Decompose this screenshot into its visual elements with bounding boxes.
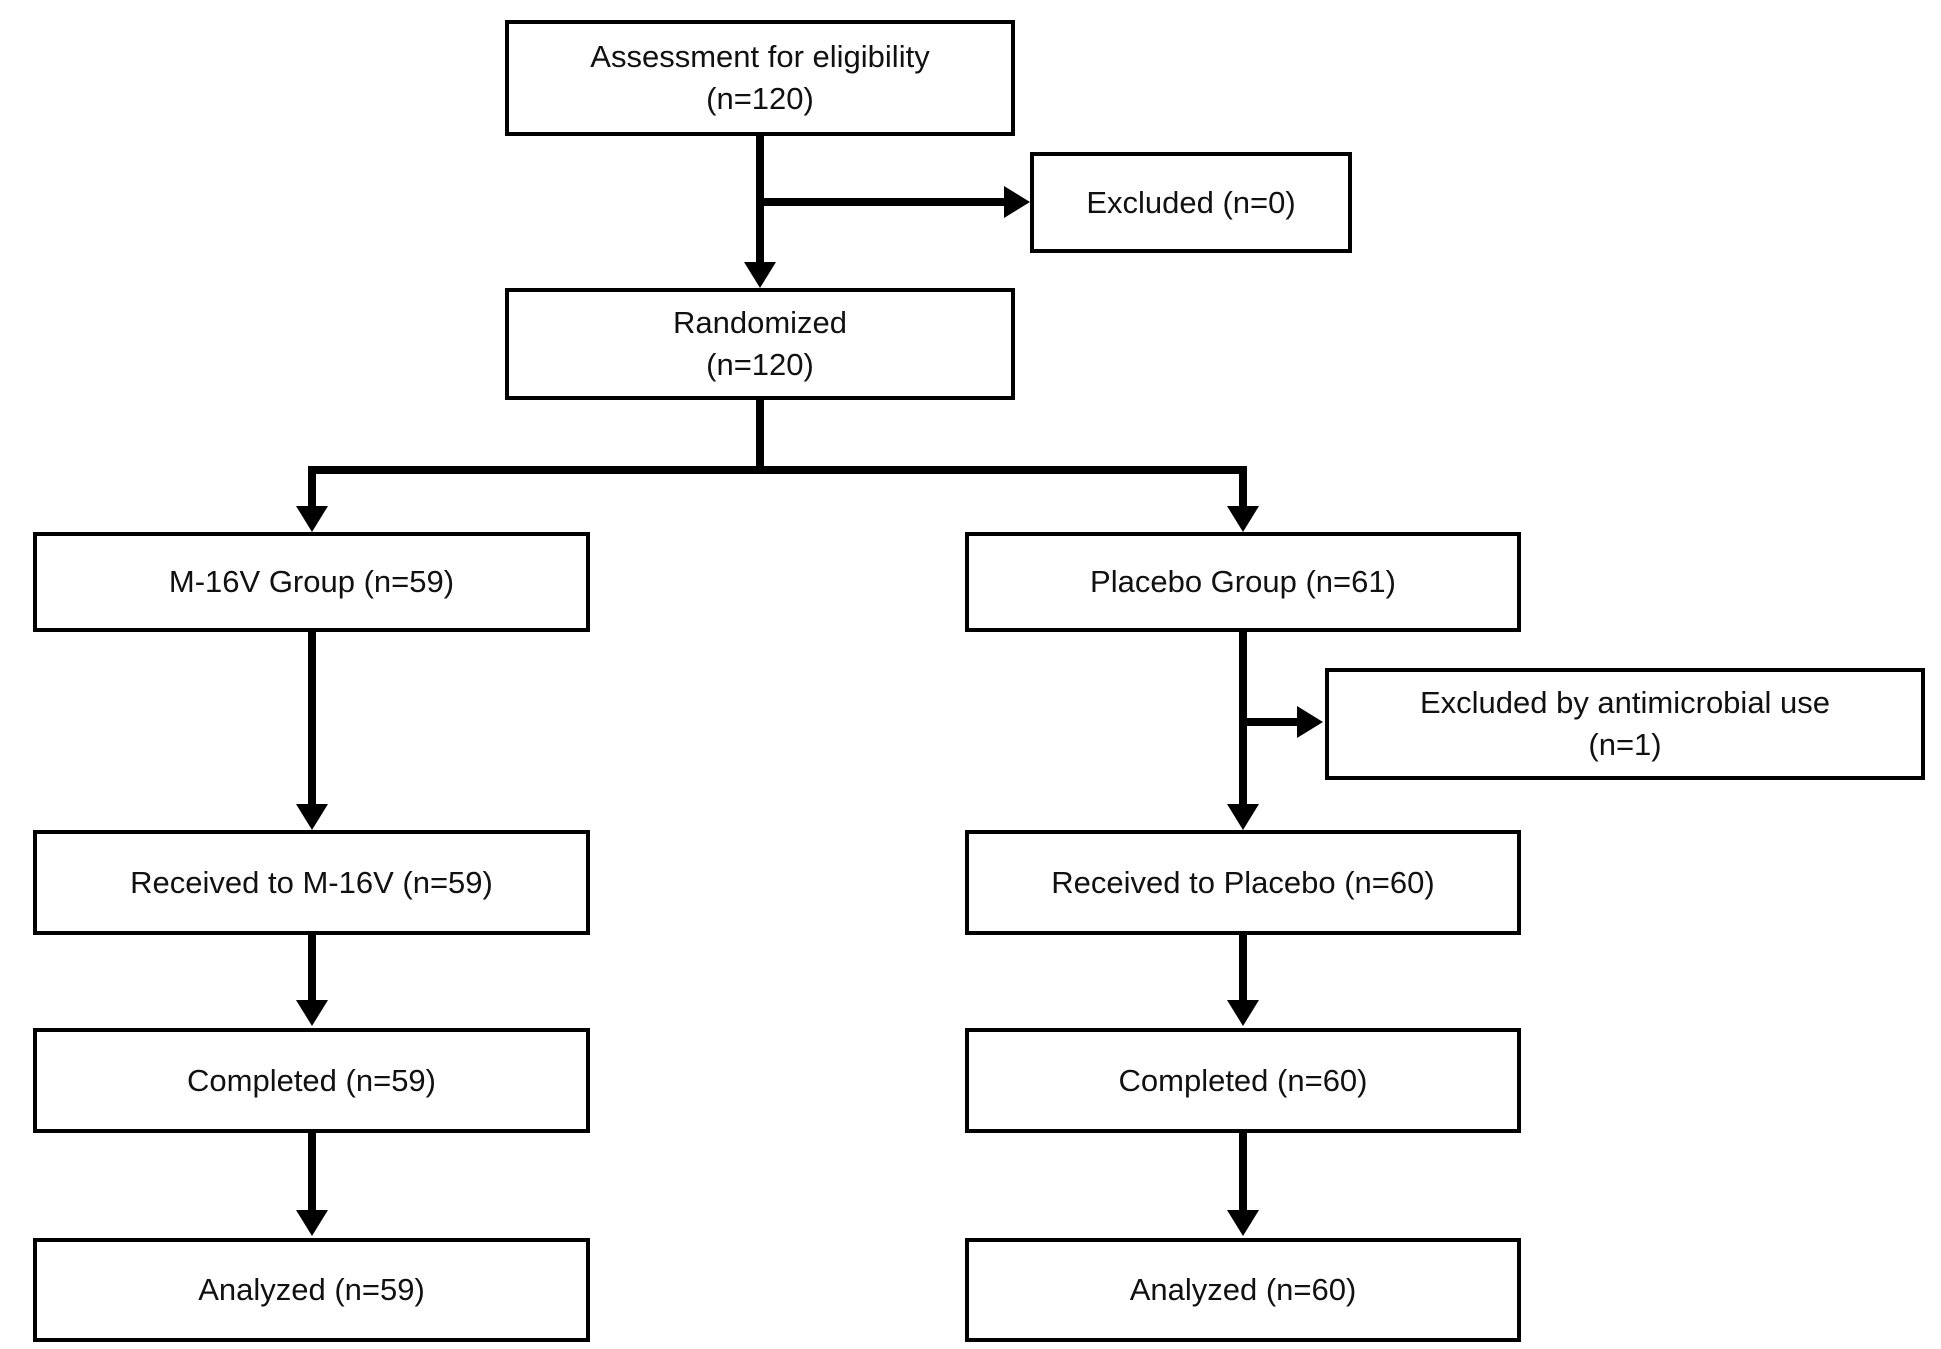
connector-branch-to-m16v-group: [308, 466, 316, 508]
node-randomized-line1: Randomized: [672, 305, 848, 341]
node-excluded-antimicrobial: Excluded by antimicrobial use (n=1): [1325, 668, 1925, 780]
connector-randomized-stem: [756, 400, 764, 474]
node-excluded-antimicrobial-line2: (n=1): [1588, 727, 1662, 762]
node-completed-placebo-line1: Completed (n=60): [1118, 1062, 1368, 1098]
node-received-placebo-line1: Received to Placebo (n=60): [1051, 864, 1435, 900]
node-received-m16v: Received to M-16V (n=59): [33, 830, 590, 935]
arrowhead-right-to-excluded: [1004, 186, 1030, 218]
node-completed-placebo: Completed (n=60): [965, 1028, 1521, 1133]
node-excluded-initial-line1: Excluded (n=0): [1086, 184, 1296, 220]
arrowhead-down-to-received-m16v: [296, 804, 328, 830]
node-randomized-line2: (n=120): [706, 347, 814, 382]
node-completed-m16v-line1: Completed (n=59): [187, 1062, 436, 1098]
arrowhead-down-to-m16v-group: [296, 506, 328, 532]
connector-completed-to-analyzed-m16v: [308, 1133, 316, 1212]
arrowhead-down-to-analyzed-placebo: [1227, 1210, 1259, 1236]
connector-placebo-to-excluded-antimicrobial: [1243, 718, 1301, 726]
arrowhead-down-to-placebo-group: [1227, 506, 1259, 532]
node-assessment-line1: Assessment for eligibility: [590, 39, 930, 75]
connector-received-to-completed-m16v: [308, 935, 316, 1002]
arrowhead-down-to-randomized: [744, 262, 776, 288]
connector-m16v-group-to-received: [308, 632, 316, 806]
node-assessment-line2: (n=120): [706, 81, 814, 116]
node-analyzed-placebo: Analyzed (n=60): [965, 1238, 1521, 1342]
arrowhead-down-to-completed-m16v: [296, 1000, 328, 1026]
arrowhead-down-to-analyzed-m16v: [296, 1210, 328, 1236]
node-m16v-group: M-16V Group (n=59): [33, 532, 590, 632]
node-placebo-group-line1: Placebo Group (n=61): [1090, 564, 1396, 600]
node-randomized: Randomized (n=120): [505, 288, 1015, 400]
node-analyzed-m16v: Analyzed (n=59): [33, 1238, 590, 1342]
node-completed-m16v: Completed (n=59): [33, 1028, 590, 1133]
arrowhead-right-to-excluded-antimicrobial: [1297, 706, 1323, 738]
node-m16v-group-line1: M-16V Group (n=59): [168, 564, 455, 600]
connector-branch-horizontal: [308, 466, 1247, 474]
node-received-placebo: Received to Placebo (n=60): [965, 830, 1521, 935]
connector-completed-to-analyzed-placebo: [1239, 1133, 1247, 1212]
connector-received-to-completed-placebo: [1239, 935, 1247, 1002]
node-excluded-initial: Excluded (n=0): [1030, 152, 1352, 253]
connector-branch-to-placebo-group: [1239, 466, 1247, 508]
connector-assessment-to-excluded: [756, 198, 1006, 206]
node-placebo-group: Placebo Group (n=61): [965, 532, 1521, 632]
arrowhead-down-to-received-placebo: [1227, 804, 1259, 830]
node-received-m16v-line1: Received to M-16V (n=59): [130, 864, 493, 900]
node-assessment: Assessment for eligibility (n=120): [505, 20, 1015, 136]
node-analyzed-m16v-line1: Analyzed (n=59): [198, 1272, 425, 1308]
arrowhead-down-to-completed-placebo: [1227, 1000, 1259, 1026]
node-excluded-antimicrobial-line1: Excluded by antimicrobial use: [1419, 685, 1831, 721]
node-analyzed-placebo-line1: Analyzed (n=60): [1129, 1272, 1357, 1308]
